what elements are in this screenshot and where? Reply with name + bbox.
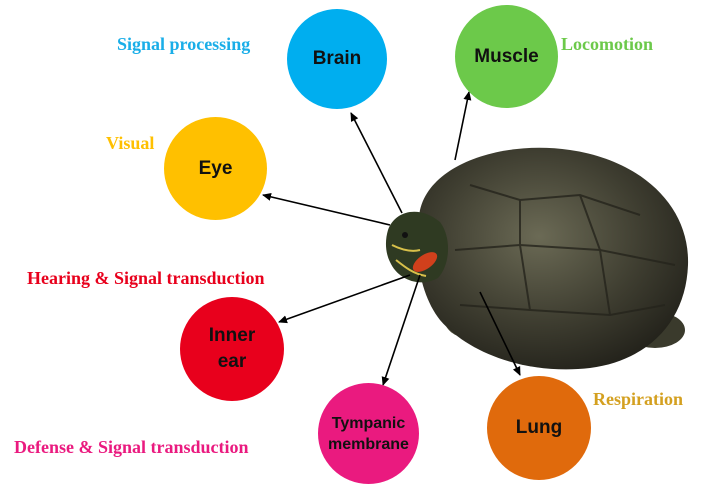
arrow-to-eye [263, 195, 390, 225]
respiration-label: Respiration [593, 389, 683, 410]
arrow-to-inner-ear [279, 275, 410, 322]
brain-circle: Brain [287, 9, 387, 109]
arrow-to-tympanic [383, 275, 420, 385]
inner-ear-label-line2: ear [218, 349, 247, 375]
visual-label: Visual [106, 133, 154, 154]
arrow-to-lung [480, 292, 520, 375]
tympanic-label-line1: Tympanic [332, 413, 406, 434]
lung-label: Lung [516, 417, 562, 439]
muscle-label: Muscle [474, 46, 538, 68]
eye-label: Eye [199, 158, 233, 180]
hearing-label: Hearing & Signal transduction [27, 268, 265, 289]
tympanic-membrane-circle: Tympanic membrane [318, 383, 419, 484]
signal-processing-label: Signal processing [117, 34, 250, 55]
inner-ear-label-line1: Inner [209, 323, 255, 349]
lung-circle: Lung [487, 376, 591, 480]
eye-circle: Eye [164, 117, 267, 220]
locomotion-label: Locomotion [561, 34, 653, 55]
muscle-circle: Muscle [455, 5, 558, 108]
inner-ear-circle: Inner ear [180, 297, 284, 401]
brain-label: Brain [313, 48, 362, 70]
arrow-to-muscle [455, 92, 469, 160]
defense-label: Defense & Signal transduction [14, 437, 249, 458]
tympanic-label-line2: membrane [328, 434, 409, 455]
arrow-to-brain [351, 113, 402, 213]
